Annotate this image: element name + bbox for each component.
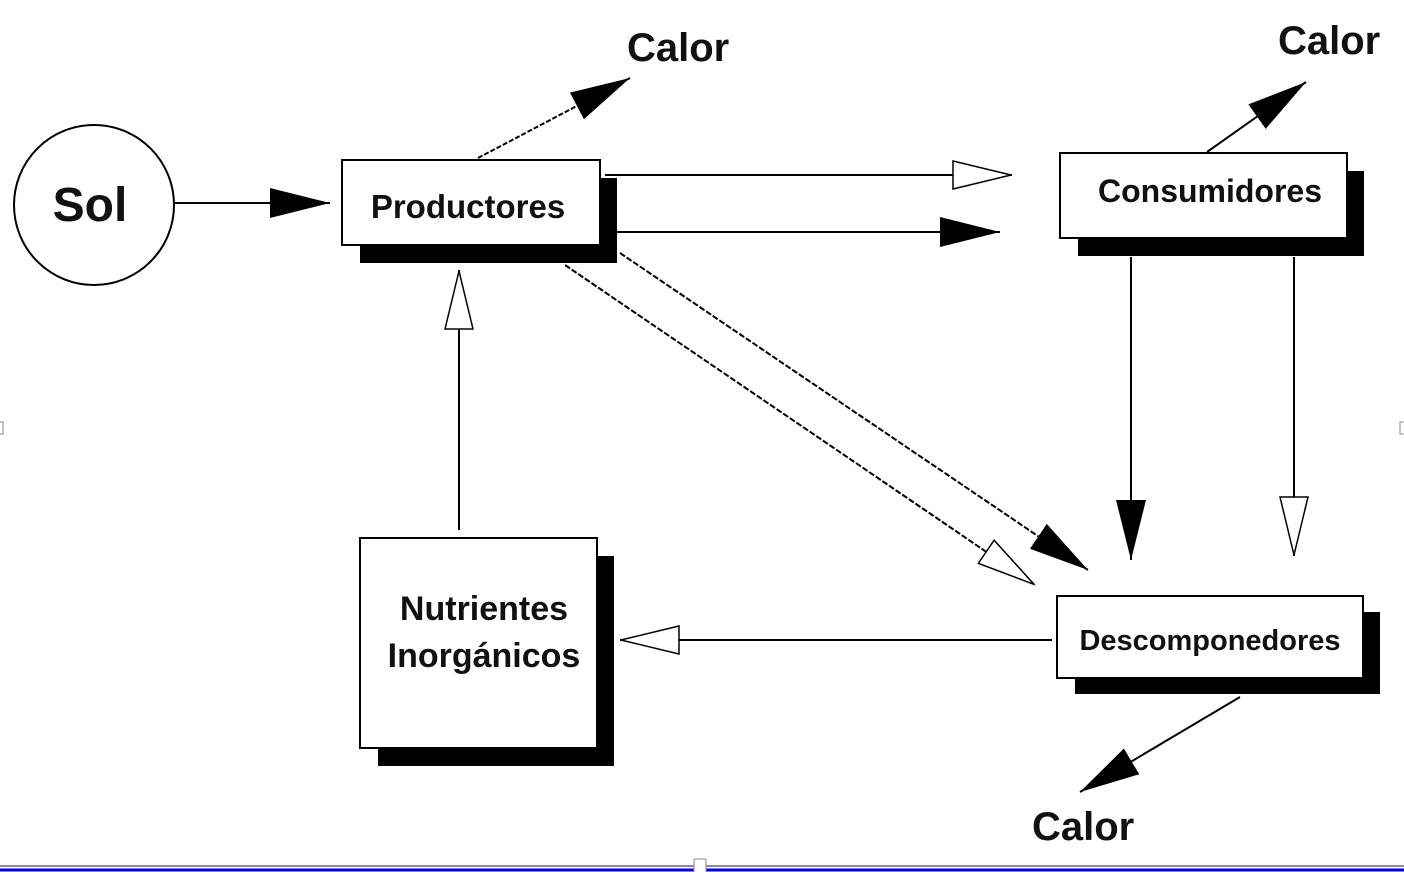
- selection-frame: [0, 421, 1404, 872]
- arrow-consumers-to-heat: [1206, 81, 1307, 153]
- arrow-producers-to-decomposers-hollow: [564, 264, 1036, 586]
- sun-node: Sol: [13, 124, 175, 286]
- decomposers-node: Descomponedores: [1056, 595, 1380, 694]
- decomposers-label: Descomponedores: [1079, 625, 1340, 657]
- heat-label-consumers: Calor: [1278, 19, 1380, 63]
- producers-node: Productores: [341, 159, 617, 263]
- resize-handle-bottom[interactable]: [693, 858, 707, 872]
- nutrients-label-line2: Inorgánicos: [388, 637, 581, 675]
- nutrients-label-line1: Nutrientes: [400, 590, 568, 628]
- arrow-producers-to-decomposers-filled: [619, 252, 1089, 571]
- arrow-producers-to-heat: [477, 77, 631, 159]
- resize-handle-left[interactable]: [0, 421, 4, 435]
- consumers-node: Consumidores: [1059, 152, 1364, 256]
- producers-label: Productores: [371, 188, 565, 225]
- consumers-label: Consumidores: [1098, 173, 1322, 209]
- resize-handle-right[interactable]: [1399, 421, 1404, 435]
- arrow-decomposers-to-heat: [1079, 696, 1241, 793]
- heat-label-producers: Calor: [627, 26, 729, 70]
- nutrients-node: Nutrientes Inorgánicos: [359, 537, 614, 766]
- heat-label-decomposers: Calor: [1032, 805, 1134, 849]
- sun-label: Sol: [53, 179, 128, 232]
